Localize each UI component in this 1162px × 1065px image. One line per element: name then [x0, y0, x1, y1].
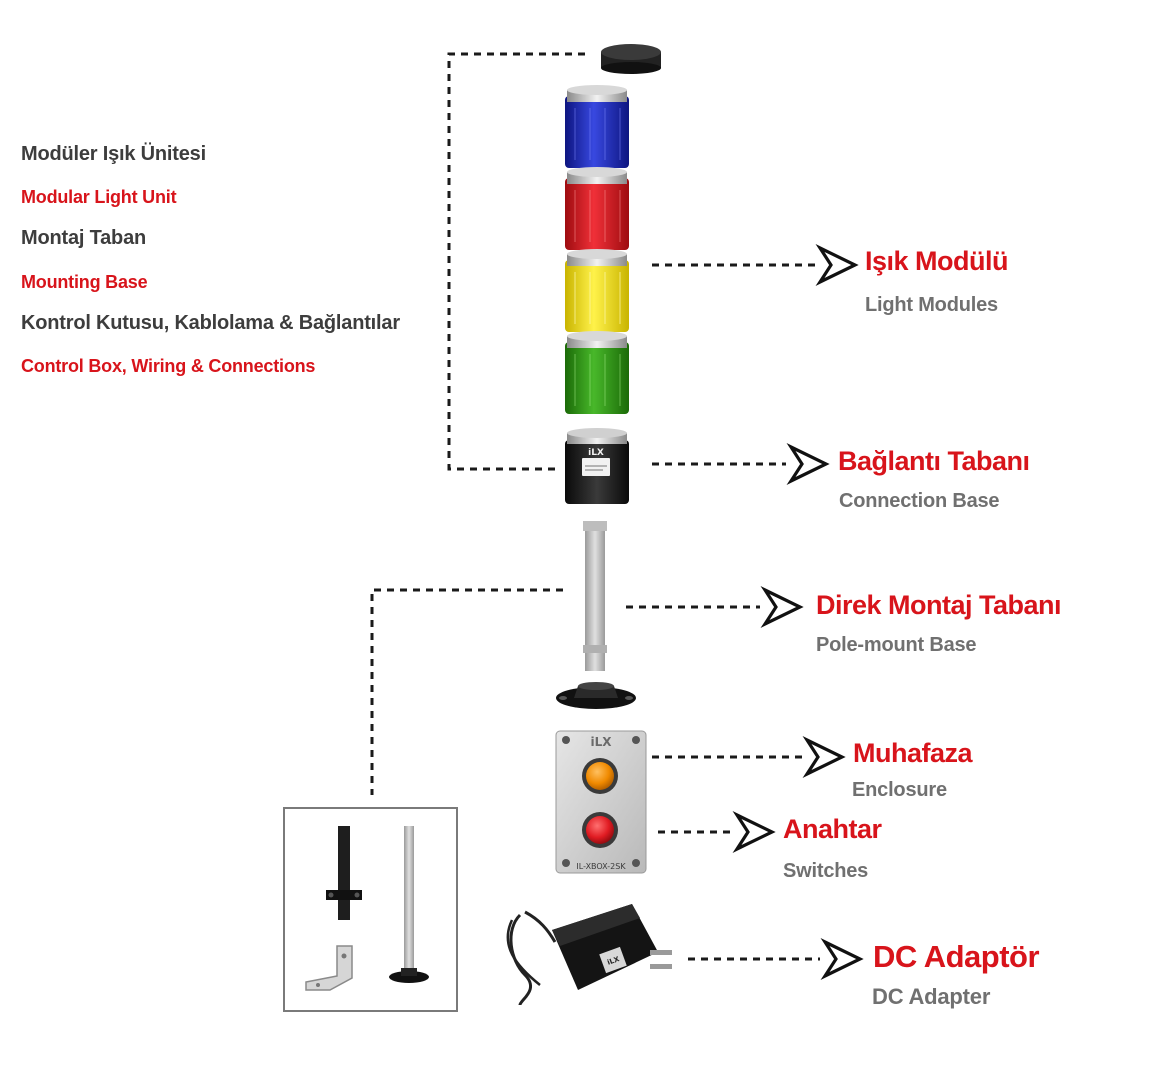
- callout-dc-adapter-subtitle: DC Adapter: [872, 984, 991, 1009]
- red-light-module-image: [565, 167, 629, 250]
- connection-base-brand-mark: iLX: [588, 448, 604, 458]
- blue-light-module-image: [565, 85, 629, 168]
- callout-switches-title: Anahtar: [783, 814, 882, 844]
- l-shaped-wall-bracket-image: [305, 945, 353, 991]
- enclosure-brand-mark: iLX: [590, 735, 612, 749]
- connection-base-image: [565, 428, 629, 504]
- lower-bracket-line: [370, 588, 563, 795]
- arrow-icon-enclosure: [802, 736, 846, 778]
- callout-enclosure-title: Muhafaza: [853, 738, 973, 768]
- pole-with-base-image: [389, 826, 429, 983]
- black-wall-bracket-pole-image: [326, 826, 362, 920]
- arrow-icon-connection-base: [786, 443, 830, 485]
- pole-mount-foot-image: [556, 682, 636, 709]
- callout-pole-mount-title: Direk Montaj Tabanı: [816, 590, 1062, 620]
- dc-adapter-image: [506, 904, 672, 1006]
- top-cap-image: [601, 44, 661, 74]
- enclosure-model-label: IL-XBOX-2SK: [576, 862, 626, 871]
- callout-enclosure-subtitle: Enclosure: [852, 779, 947, 801]
- pole-image: [583, 521, 607, 671]
- red-switch-image: [582, 812, 618, 848]
- enclosure-image: [555, 730, 647, 874]
- legend-control-box-en: Control Box, Wiring & Connections: [21, 356, 316, 376]
- legend-control-box-tr: Kontrol Kutusu, Kablolama & Bağlantılar: [21, 312, 400, 334]
- yellow-light-module-image: [565, 249, 629, 332]
- arrow-icon-light-modules: [815, 244, 859, 286]
- green-light-module-image: [565, 331, 629, 414]
- legend-modular-light-unit-en: Modular Light Unit: [21, 187, 177, 207]
- arrow-icon-dc-adapter: [820, 938, 864, 980]
- legend-mounting-base-tr: Montaj Taban: [21, 227, 147, 249]
- callout-dc-adapter-title: DC Adaptör: [873, 939, 1040, 974]
- callout-connection-base-title: Bağlantı Tabanı: [838, 446, 1030, 476]
- arrow-icon-switches: [732, 811, 776, 853]
- callout-light-modules-subtitle: Light Modules: [865, 294, 998, 316]
- callout-light-modules-title: Işık Modülü: [865, 246, 1009, 276]
- callout-connection-base-subtitle: Connection Base: [839, 490, 1000, 512]
- legend-modular-light-unit-tr: Modüler Işık Ünitesi: [21, 143, 206, 165]
- upper-bracket-line: [447, 52, 585, 471]
- callout-pole-mount-subtitle: Pole-mount Base: [816, 634, 977, 656]
- callout-switches-subtitle: Switches: [783, 860, 869, 882]
- arrow-icon-pole-mount: [760, 586, 804, 628]
- adapter-brand-mark: iLX: [606, 955, 621, 967]
- orange-switch-image: [582, 758, 618, 794]
- legend-mounting-base-en: Mounting Base: [21, 272, 148, 292]
